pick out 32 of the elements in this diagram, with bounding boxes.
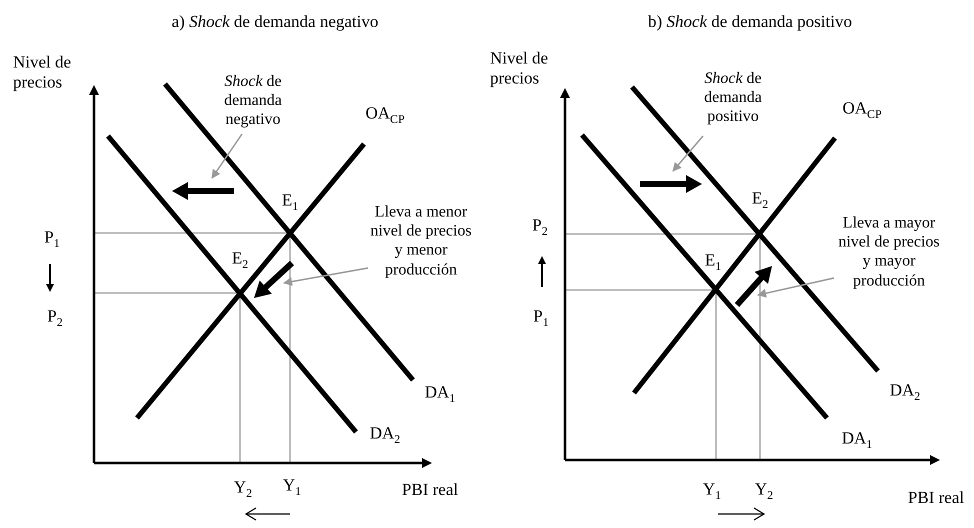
price-label: P$_{1}$: [533, 306, 549, 330]
output-label: Y$_{1}$: [282, 475, 302, 499]
price-label: P$_{1}$: [44, 227, 60, 251]
curve-label: DA$_{2}$: [890, 380, 920, 404]
curve-label: OA$_{CP}$: [842, 98, 882, 122]
point-label: E$_{2}$: [752, 188, 768, 212]
point-label: E$_{1}$: [282, 190, 298, 214]
point-label: E$_{2}$: [232, 248, 248, 272]
panel-title: a) Shock de demanda negativo: [172, 12, 378, 32]
leader-line: [672, 136, 704, 172]
axis-label: PBI real: [908, 488, 964, 508]
annotation-text: Lleva a menor nivel de precios y menor producción: [366, 202, 476, 280]
curve-label: OA$_{CP}$: [365, 103, 405, 127]
output-label: Y$_{2}$: [234, 477, 252, 501]
price-label: P$_{2}$: [47, 306, 63, 330]
curve-label: DA$_{1}$: [424, 382, 456, 406]
output-label: Y$_{1}$: [702, 479, 722, 503]
price-label: P$_{2}$: [532, 215, 548, 239]
leader-line: [283, 267, 368, 286]
annotation-text: Shock de demanda negativo: [207, 72, 299, 130]
annotation-text: Shock de demanda positivo: [687, 69, 779, 127]
axis-label: Nivel de precios: [13, 52, 72, 92]
leader-line: [757, 277, 834, 298]
axis-label: Nivel de precios: [490, 48, 550, 88]
point-label: E$_{1}$: [704, 250, 722, 274]
annotation-text: Lleva a mayor nivel de precios y mayor producción: [833, 214, 945, 290]
axis-label: PBI real: [402, 480, 458, 500]
output-label: Y$_{2}$: [754, 479, 774, 503]
curve-label: DA$_{1}$: [842, 428, 872, 452]
panel-title: b) Shock de demanda positivo: [648, 12, 852, 32]
curve-label: DA$_{2}$: [370, 423, 400, 447]
leader-line: [211, 134, 243, 179]
